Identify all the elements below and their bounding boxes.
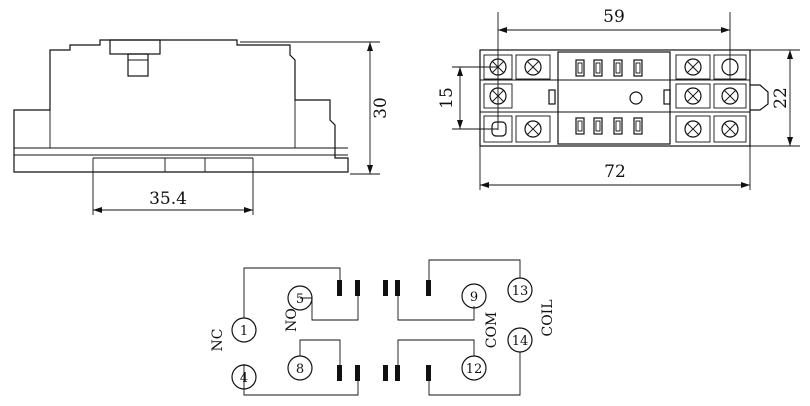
label-coil: COIL (540, 299, 556, 336)
terminal-4-label: 4 (240, 371, 248, 386)
terminal-12 (461, 355, 487, 381)
top-view: 59 72 15 22 (437, 7, 800, 190)
terminal-4 (231, 364, 257, 390)
terminal-1-label: 1 (240, 324, 248, 339)
terminal-9 (461, 283, 487, 309)
label-no: NO (284, 308, 300, 332)
wiring-diagram: 1 4 5 8 9 12 13 14 NC NO COM COIL (210, 259, 556, 396)
label-nc: NC (210, 329, 226, 352)
terminal-5 (287, 285, 313, 311)
label-com: COM (484, 312, 500, 349)
terminal-13 (507, 277, 533, 303)
terminal-12-label: 12 (466, 362, 483, 377)
terminal-9-label: 9 (470, 290, 478, 305)
dim-top-pitch: 59 (603, 7, 625, 27)
terminal-14-label: 14 (512, 334, 529, 349)
terminal-1 (231, 317, 257, 343)
screw-icons (489, 58, 739, 138)
dim-top-left-height: 15 (437, 87, 457, 109)
relay-pin-slots (548, 59, 671, 135)
terminal-14 (507, 327, 533, 353)
terminal-5-label: 5 (296, 292, 304, 307)
dim-side-width: 35.4 (149, 189, 187, 209)
terminal-8-label: 8 (296, 362, 304, 377)
side-view: 30 35.4 (13, 39, 391, 215)
dim-top-right-height: 22 (771, 87, 791, 109)
dim-top-overall: 72 (604, 162, 626, 182)
terminal-13-label: 13 (512, 284, 529, 299)
terminal-8 (287, 355, 313, 381)
dim-side-height: 30 (371, 97, 391, 119)
